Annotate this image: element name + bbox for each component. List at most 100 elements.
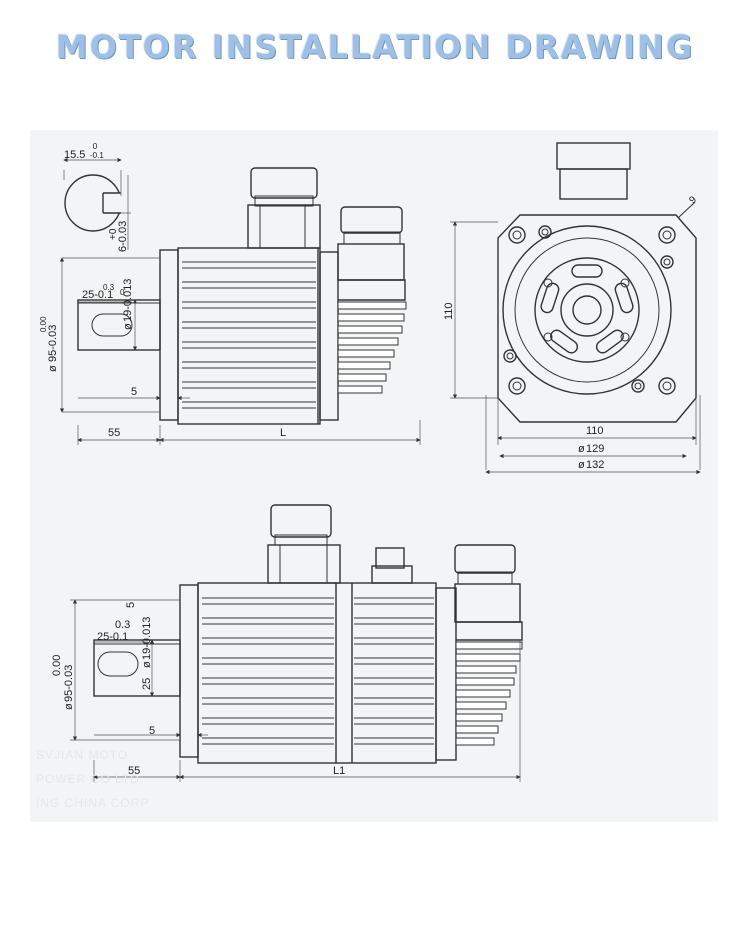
bottom-mounting-flange [179,584,199,758]
rear-fin [455,653,521,662]
mounting-hole-inner [512,230,522,240]
rear-fin [337,325,403,334]
top-key-length: 25-0.1 [82,289,113,301]
rear-fin [337,313,405,322]
bottom-shaft-length: 55 [128,765,140,777]
rear-fin [455,701,507,710]
mounting-hole [658,377,676,395]
page-title: MOTOR INSTALLATION DRAWING [55,28,695,66]
mounting-hole [658,226,676,244]
bottom-body-length: L1 [333,765,345,777]
mounting-hole [631,379,645,393]
mounting-hole-inner [663,258,671,266]
motor-shaft [77,299,161,351]
end-view-dimensions: 110 110 ø 129 ø 132 [443,221,701,475]
square-height-label: 110 [443,302,455,320]
bottom-flange-thickness: 5 [149,725,155,737]
mounting-hole-inner [541,228,549,236]
outer-label: 132 [586,459,604,471]
diameter-symbol: ø [141,661,153,668]
top-shaft-length: 55 [108,427,120,439]
bottom-view-dimensions: 0.00 95-0.03 0.3 25-0.1 5 19-0.013 25 5 … [51,599,521,782]
flange-slot [614,282,634,314]
flange-slot [550,329,579,354]
top-flange-thickness: 5 [131,386,137,398]
rear-fin [455,641,523,650]
top-view-dimensions: 0.00 95-0.03 0.3 25-0.1 0 19-0.013 5 55 … [39,257,421,445]
end-view: 9 110 110 ø 129 ø 132 [443,142,701,475]
rear-fin [455,737,495,746]
bottom-shaft-diameter: 19-0.013 [141,617,153,660]
diameter-symbol: ø [122,323,134,330]
bottom-spigot-tol: 0.00 [51,655,63,676]
bottom-side-view: 0.00 95-0.03 0.3 25-0.1 5 19-0.013 25 5 … [51,504,523,782]
section-key-tol-label: +0 [108,228,119,240]
rear-fin [337,349,395,358]
outer-symbol: ø [578,459,585,471]
top-body-length: L [280,427,286,439]
rear-fin [337,385,383,394]
power-connector [247,167,321,249]
top-shaft-diameter: 19-0.013 [122,279,134,322]
motor-body [177,247,339,425]
mounting-hole-inner [506,352,514,360]
bottom-key-offset: 5 [125,602,137,608]
mounting-hole [503,349,517,363]
boss-hole [543,278,553,288]
mounting-hole-inner [634,382,642,390]
rear-fin [337,361,391,370]
hole-size-label: 9 [687,194,699,206]
rear-fin [337,337,399,346]
watermark-line: POWER CO LTD [36,772,140,786]
mounting-hole [660,255,674,269]
bottom-encoder-connector [454,544,523,746]
pcd-label: 129 [586,443,604,455]
boss-hole [620,278,630,288]
pcd-symbol: ø [578,443,585,455]
watermark-line: SVJIAN MOTO [36,748,129,762]
bottom-shaft-tol-top: 0.3 [115,619,130,631]
flange-slot [595,329,624,354]
diameter-symbol: ø [63,703,75,710]
section-key-depth-label: 6-0.03 [117,221,129,252]
rear-fin [337,373,387,382]
flange-slot [571,264,603,278]
bottom-key-length: 25-0.1 [97,631,128,643]
rear-fin [455,689,511,698]
bottom-key-slot: 25 [141,678,153,690]
bottom-motor-body [197,582,457,764]
square-width-label: 110 [586,425,604,437]
rear-fin [337,301,407,310]
top-side-view: 0 15.5 -0.1 6-0.03 +0 [39,142,421,445]
section-width-tol-bottom: -0.1 [90,151,104,160]
rear-fin [455,725,499,734]
flange-slot [540,282,560,314]
rear-fin [455,677,515,686]
brake-connector [371,547,413,584]
bottom-spigot-diameter: 95-0.03 [63,665,75,702]
mounting-hole [508,226,526,244]
mounting-hole-inner [512,381,522,391]
bottom-power-connector [267,504,341,584]
bottom-motor-shaft [93,639,181,697]
mounting-hole-inner [662,230,672,240]
mounting-hole-inner [662,381,672,391]
rear-fin [455,713,503,722]
section-width-tol-top: 0 [93,142,98,151]
top-shaft-tol-top: 0.3 [103,283,115,292]
top-spigot-tol: 0.00 [39,316,48,332]
section-width-label: 15.5 [64,149,85,161]
top-spigot-diameter: 95-0.03 [47,325,59,362]
mounting-hole [508,377,526,395]
mounting-flange [159,249,179,421]
shaft-section: 0 15.5 -0.1 6-0.03 +0 [63,142,131,252]
mounting-hole [538,225,552,239]
encoder-connector [337,206,407,394]
drawing-panel [30,130,718,822]
diameter-symbol: ø [47,365,59,372]
top-shaft-tol-zero: 0 [120,288,125,297]
rear-fin [455,665,517,674]
boss-hole [543,332,553,342]
boss-hole [620,332,630,342]
